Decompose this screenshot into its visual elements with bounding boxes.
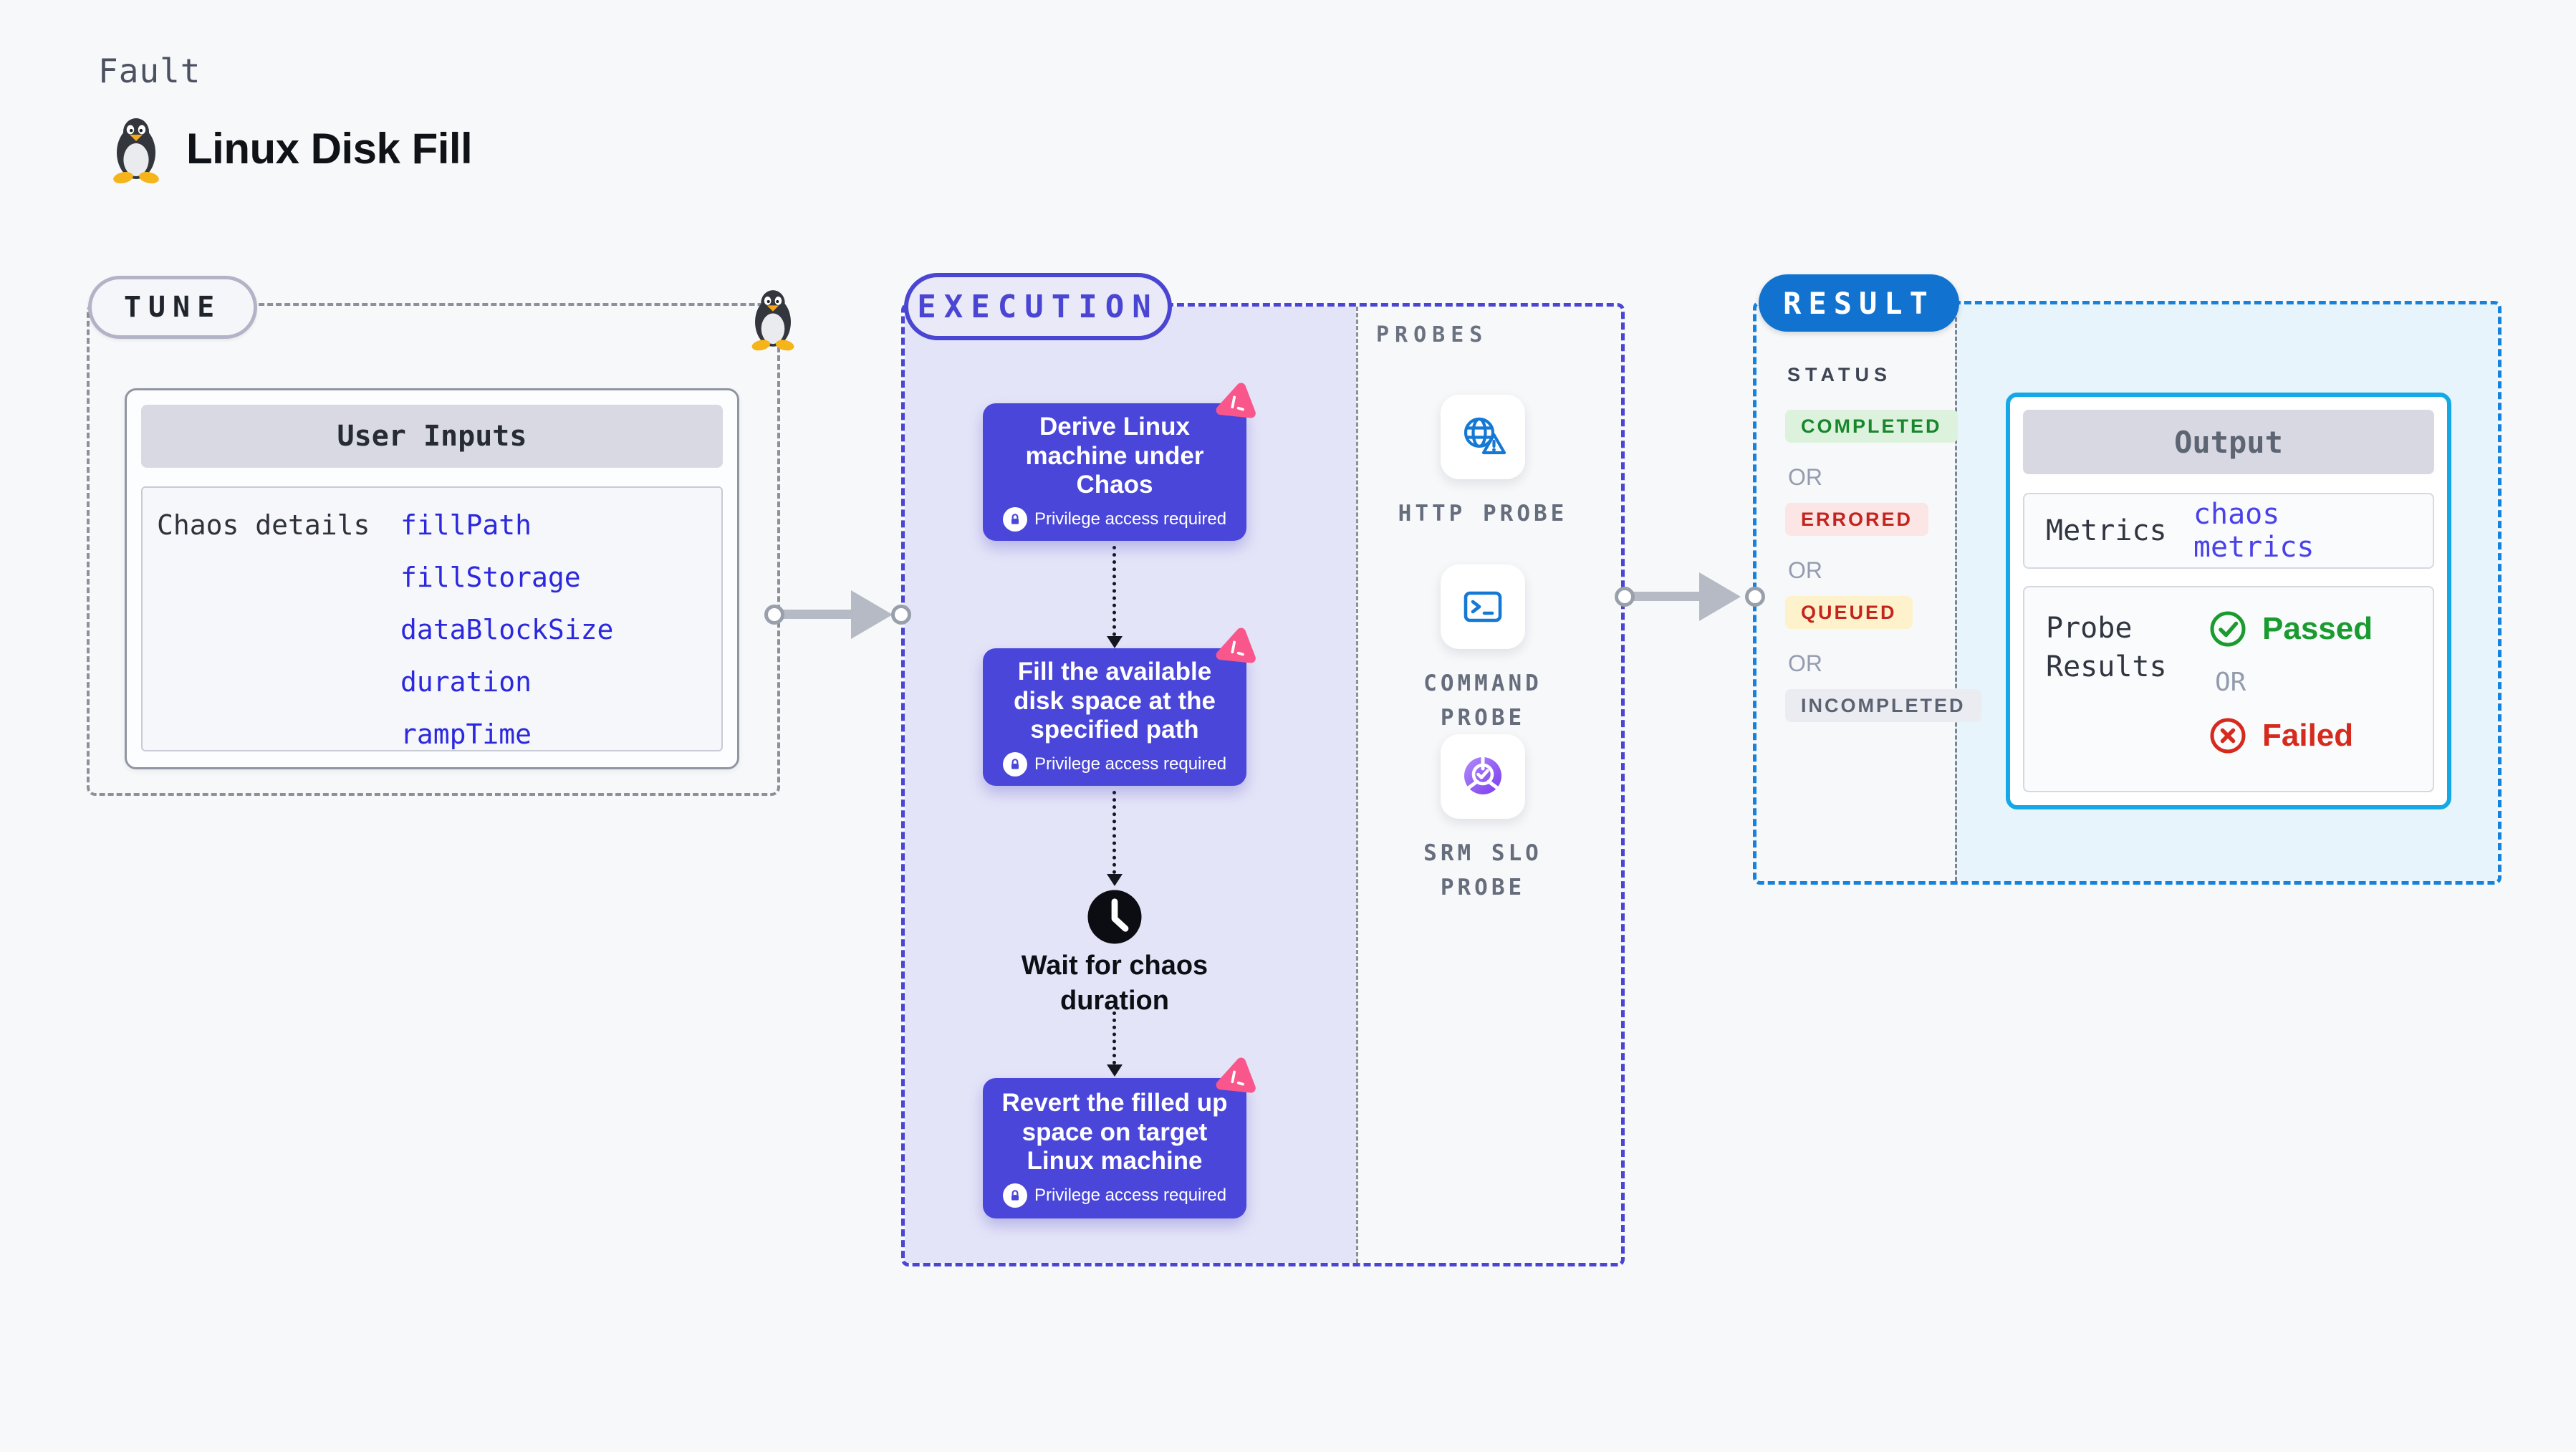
tune-pill: TUNE <box>88 276 257 339</box>
page-title: Linux Disk Fill <box>186 124 473 173</box>
output-header: Output <box>2023 410 2434 474</box>
privilege-note: Privilege access required <box>1034 1185 1227 1205</box>
flow-connector-arrowhead <box>1107 1064 1123 1077</box>
lock-icon <box>1002 1183 1027 1208</box>
status-badge-completed: COMPLETED <box>1785 410 1958 443</box>
privilege-note: Privilege access required <box>1034 754 1227 774</box>
result-pill: RESULT <box>1759 274 1959 332</box>
execution-pill: EXECUTION <box>904 273 1172 340</box>
chaos-metrics-link[interactable]: chaos metrics <box>2193 498 2315 564</box>
user-inputs-card: User Inputs Chaos details fillPath fillS… <box>125 388 739 769</box>
privilege-row: Privilege access required <box>1002 506 1227 532</box>
probe-card <box>1441 395 1525 479</box>
or-label: OR <box>2215 668 2246 697</box>
metrics-row: Metrics chaos metrics <box>2023 493 2434 569</box>
step-card-derive-machine: Derive Linux machine under Chaos Privile… <box>983 383 1256 541</box>
chaos-pink-icon <box>1216 628 1256 663</box>
lock-icon <box>1002 751 1027 777</box>
step-title: Derive Linux machine under Chaos <box>1025 413 1204 499</box>
input-link-datablocksize[interactable]: dataBlockSize <box>400 614 614 645</box>
clock-icon <box>1086 888 1143 946</box>
passed-label: Passed <box>2262 611 2373 646</box>
globe-alert-icon <box>1464 417 1506 455</box>
slo-donut-check-icon <box>1464 755 1501 794</box>
chaos-pink-icon <box>1216 1057 1256 1093</box>
connector-dot <box>1745 587 1765 607</box>
arrow-head <box>851 590 893 639</box>
flow-connector-line <box>1112 791 1116 874</box>
flow-connector-arrowhead <box>1107 874 1123 886</box>
status-heading: STATUS <box>1787 364 1892 385</box>
result-status-divider <box>1955 304 1957 881</box>
check-circle-icon <box>2210 611 2246 647</box>
failed-line: Failed <box>2208 716 2373 756</box>
probe-results-label: Probe Results <box>2046 612 2167 683</box>
connector-dot <box>764 605 784 625</box>
step-title: Fill the available disk space at the spe… <box>1013 658 1216 744</box>
passed-line: Passed <box>2208 609 2373 649</box>
probe-results-values: Passed OR Failed <box>2208 609 2373 769</box>
arrow-shaft <box>1632 592 1701 601</box>
tux-penguin-icon-small <box>751 290 794 351</box>
privilege-row: Privilege access required <box>1002 1183 1227 1208</box>
connector-dot <box>891 605 911 625</box>
probes-heading: PROBES <box>1376 322 1489 347</box>
or-label: OR <box>1788 650 1822 676</box>
step-card-fill-disk: Fill the available disk space at the spe… <box>983 628 1256 786</box>
input-link-duration[interactable]: duration <box>400 666 532 698</box>
chaos-inputs-list: fillPath fillStorage dataBlockSize durat… <box>400 509 613 750</box>
input-link-ramptime[interactable]: rampTime <box>400 718 532 750</box>
chaos-details-label: Chaos details <box>157 509 370 541</box>
x-circle-icon <box>2210 718 2246 754</box>
probe-label: COMMAND PROBE <box>1423 670 1542 731</box>
privilege-row: Privilege access required <box>1002 751 1227 777</box>
flow-connector-line <box>1112 1011 1116 1064</box>
terminal-icon <box>1464 591 1502 622</box>
probe-item-http: HTTP PROBE <box>1375 395 1590 531</box>
flow-connector-arrowhead <box>1107 636 1123 648</box>
tune-section-box <box>87 303 780 796</box>
flow-connector-line <box>1112 546 1116 636</box>
execution-probes-divider <box>1356 307 1358 1263</box>
user-inputs-body: Chaos details fillPath fillStorage dataB… <box>141 486 723 751</box>
or-label: OR <box>1788 464 1822 490</box>
status-badge-queued: QUEUED <box>1785 596 1913 629</box>
probe-item-srm-slo: SRM SLO PROBE <box>1375 734 1590 905</box>
failed-label: Failed <box>2262 718 2354 753</box>
input-link-fillstorage[interactable]: fillStorage <box>400 562 581 593</box>
probe-card <box>1441 564 1525 649</box>
fault-kind-label: Fault <box>98 52 201 90</box>
input-link-fillpath[interactable]: fillPath <box>400 509 532 541</box>
arrow-head <box>1699 572 1741 621</box>
status-badge-incompleted: INCOMPLETED <box>1785 689 1981 722</box>
page-header: Linux Disk Fill <box>107 113 473 183</box>
probe-results-row: Probe Results Passed OR Failed <box>2023 586 2434 792</box>
status-badge-errored: ERRORED <box>1785 503 1929 536</box>
arrow-shaft <box>781 610 852 619</box>
probe-card <box>1441 734 1525 819</box>
probe-label: SRM SLO PROBE <box>1423 840 1542 901</box>
step-title: Revert the filled up space on target Lin… <box>1001 1089 1228 1175</box>
or-label: OR <box>1788 557 1822 583</box>
metrics-label: Metrics <box>2046 514 2167 547</box>
probe-item-command: COMMAND PROBE <box>1375 564 1590 735</box>
tux-penguin-icon <box>113 118 159 183</box>
wait-step-label: Wait for chaos duration <box>1021 951 1208 1016</box>
lock-icon <box>1002 506 1027 532</box>
user-inputs-header: User Inputs <box>141 405 723 468</box>
probe-label: HTTP PROBE <box>1398 501 1568 527</box>
output-card: Output Metrics chaos metrics Probe Resul… <box>2006 393 2451 809</box>
privilege-note: Privilege access required <box>1034 509 1227 529</box>
chaos-pink-icon <box>1216 383 1256 418</box>
connector-dot <box>1615 587 1635 607</box>
step-card-revert-space: Revert the filled up space on target Lin… <box>983 1057 1256 1218</box>
